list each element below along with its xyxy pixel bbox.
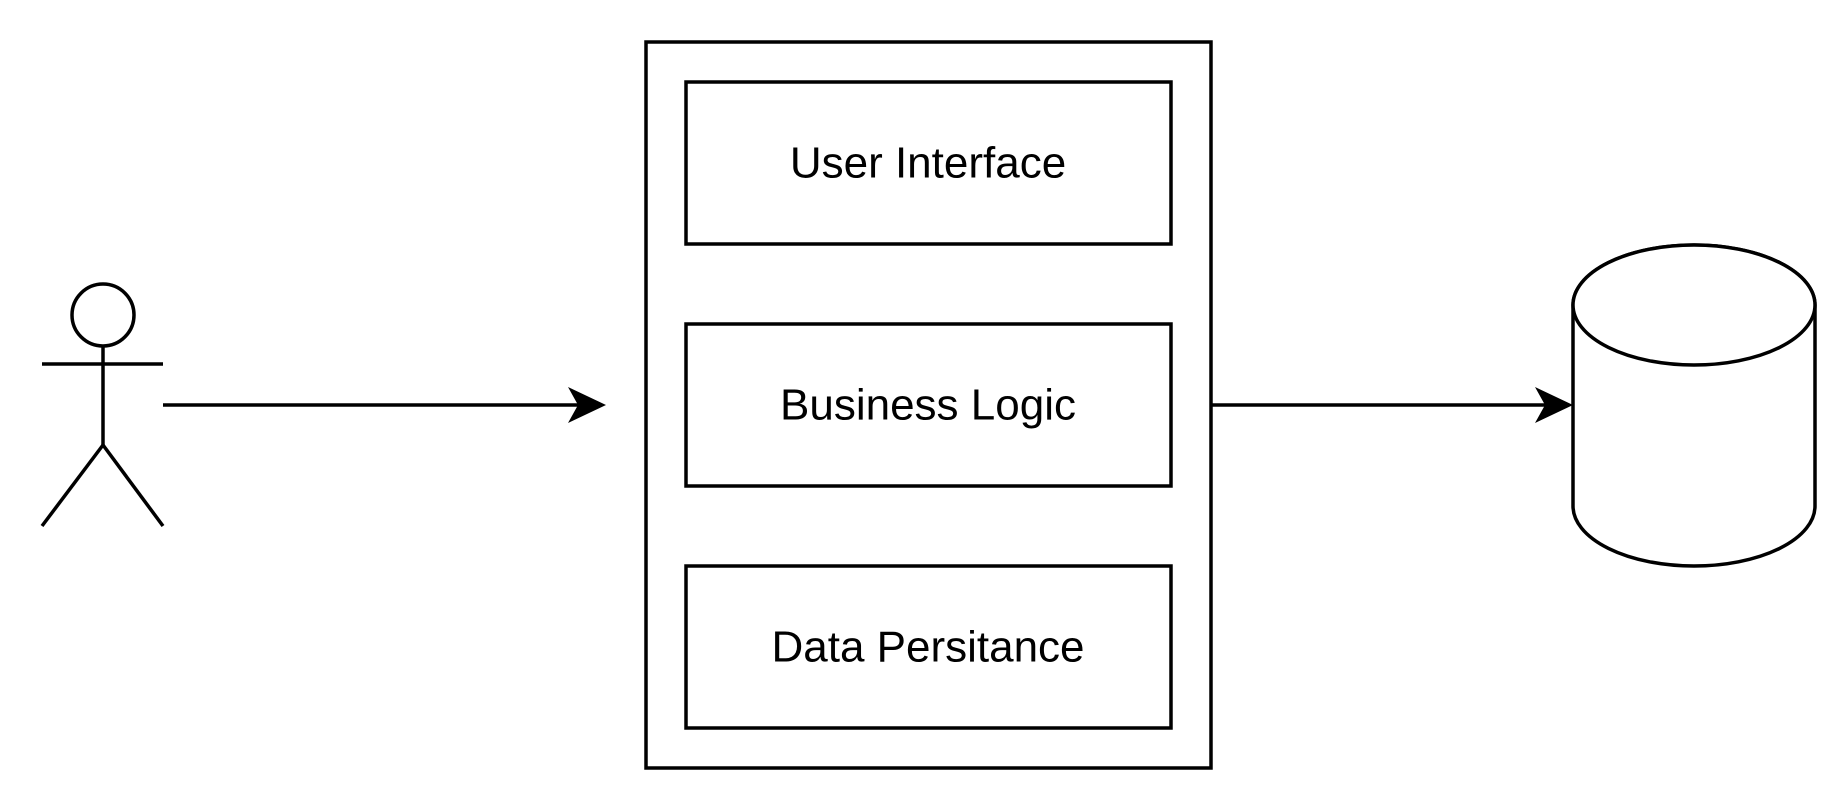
arrow-actor-to-app bbox=[163, 387, 606, 423]
user-actor-icon bbox=[40, 282, 165, 528]
arrow-app-to-database bbox=[1211, 387, 1573, 423]
layer-business-logic: Business Logic bbox=[684, 322, 1173, 488]
layer-data-persistence-label: Data Persitance bbox=[771, 623, 1084, 672]
layer-user-interface: User Interface bbox=[684, 80, 1173, 246]
layer-data-persistence: Data Persitance bbox=[684, 564, 1173, 730]
layer-user-interface-label: User Interface bbox=[790, 139, 1066, 188]
layer-business-logic-label: Business Logic bbox=[780, 381, 1076, 430]
database-icon bbox=[1571, 243, 1817, 568]
